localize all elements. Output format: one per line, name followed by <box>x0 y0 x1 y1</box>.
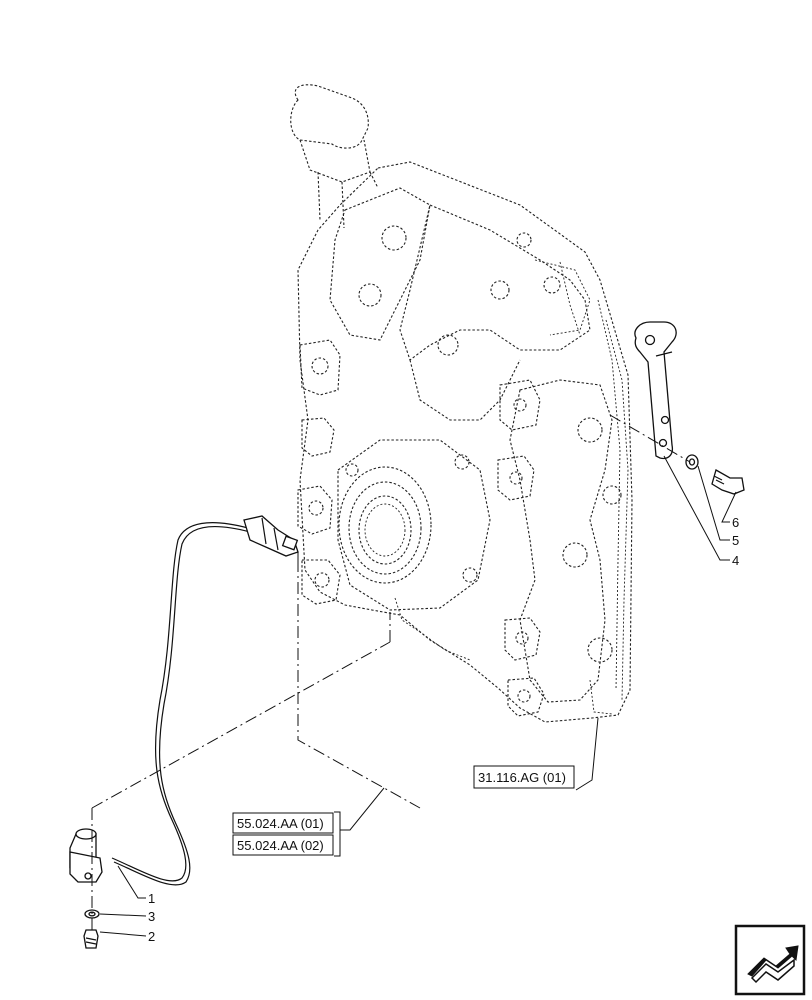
reference-31116[interactable]: 31.116.AG (01) <box>473 717 599 791</box>
reference-box-55024-02[interactable] <box>232 834 334 856</box>
callout-group: 1 3 2 6 5 4 <box>99 455 739 944</box>
reference-label-55024-02[interactable]: 55.024.AA (02) <box>237 838 324 853</box>
callout-6: 6 <box>732 515 739 530</box>
callout-1: 1 <box>148 891 155 906</box>
bracket-part <box>634 321 677 460</box>
reference-box-55024-01[interactable] <box>232 812 334 834</box>
reference-label-31116[interactable]: 31.116.AG (01) <box>478 770 566 785</box>
callout-5: 5 <box>732 533 739 548</box>
reference-box-31116[interactable] <box>473 765 575 789</box>
reference-label-55024-01[interactable]: 55.024.AA (01) <box>237 816 324 831</box>
bracket-axis-line <box>609 414 691 463</box>
bearing-boss-ghost <box>337 439 491 611</box>
callout-3: 3 <box>148 909 155 924</box>
speed-sensor-part-1 <box>69 828 103 883</box>
assembly-line-diagonal <box>91 641 391 809</box>
callout-2: 2 <box>148 929 155 944</box>
bolt-part-2 <box>83 929 99 949</box>
bolt-part-6 <box>711 469 745 495</box>
speed-sensor-harness <box>111 515 299 886</box>
next-page-arrow-icon[interactable] <box>734 924 806 996</box>
assembly-line-side <box>297 560 421 809</box>
callout-4: 4 <box>732 553 739 568</box>
gear-housing-ghost <box>290 84 633 723</box>
washer-part-5 <box>685 454 699 470</box>
reference-55024-group: 55.024.AA (01) 55.024.AA (02) <box>232 787 385 857</box>
